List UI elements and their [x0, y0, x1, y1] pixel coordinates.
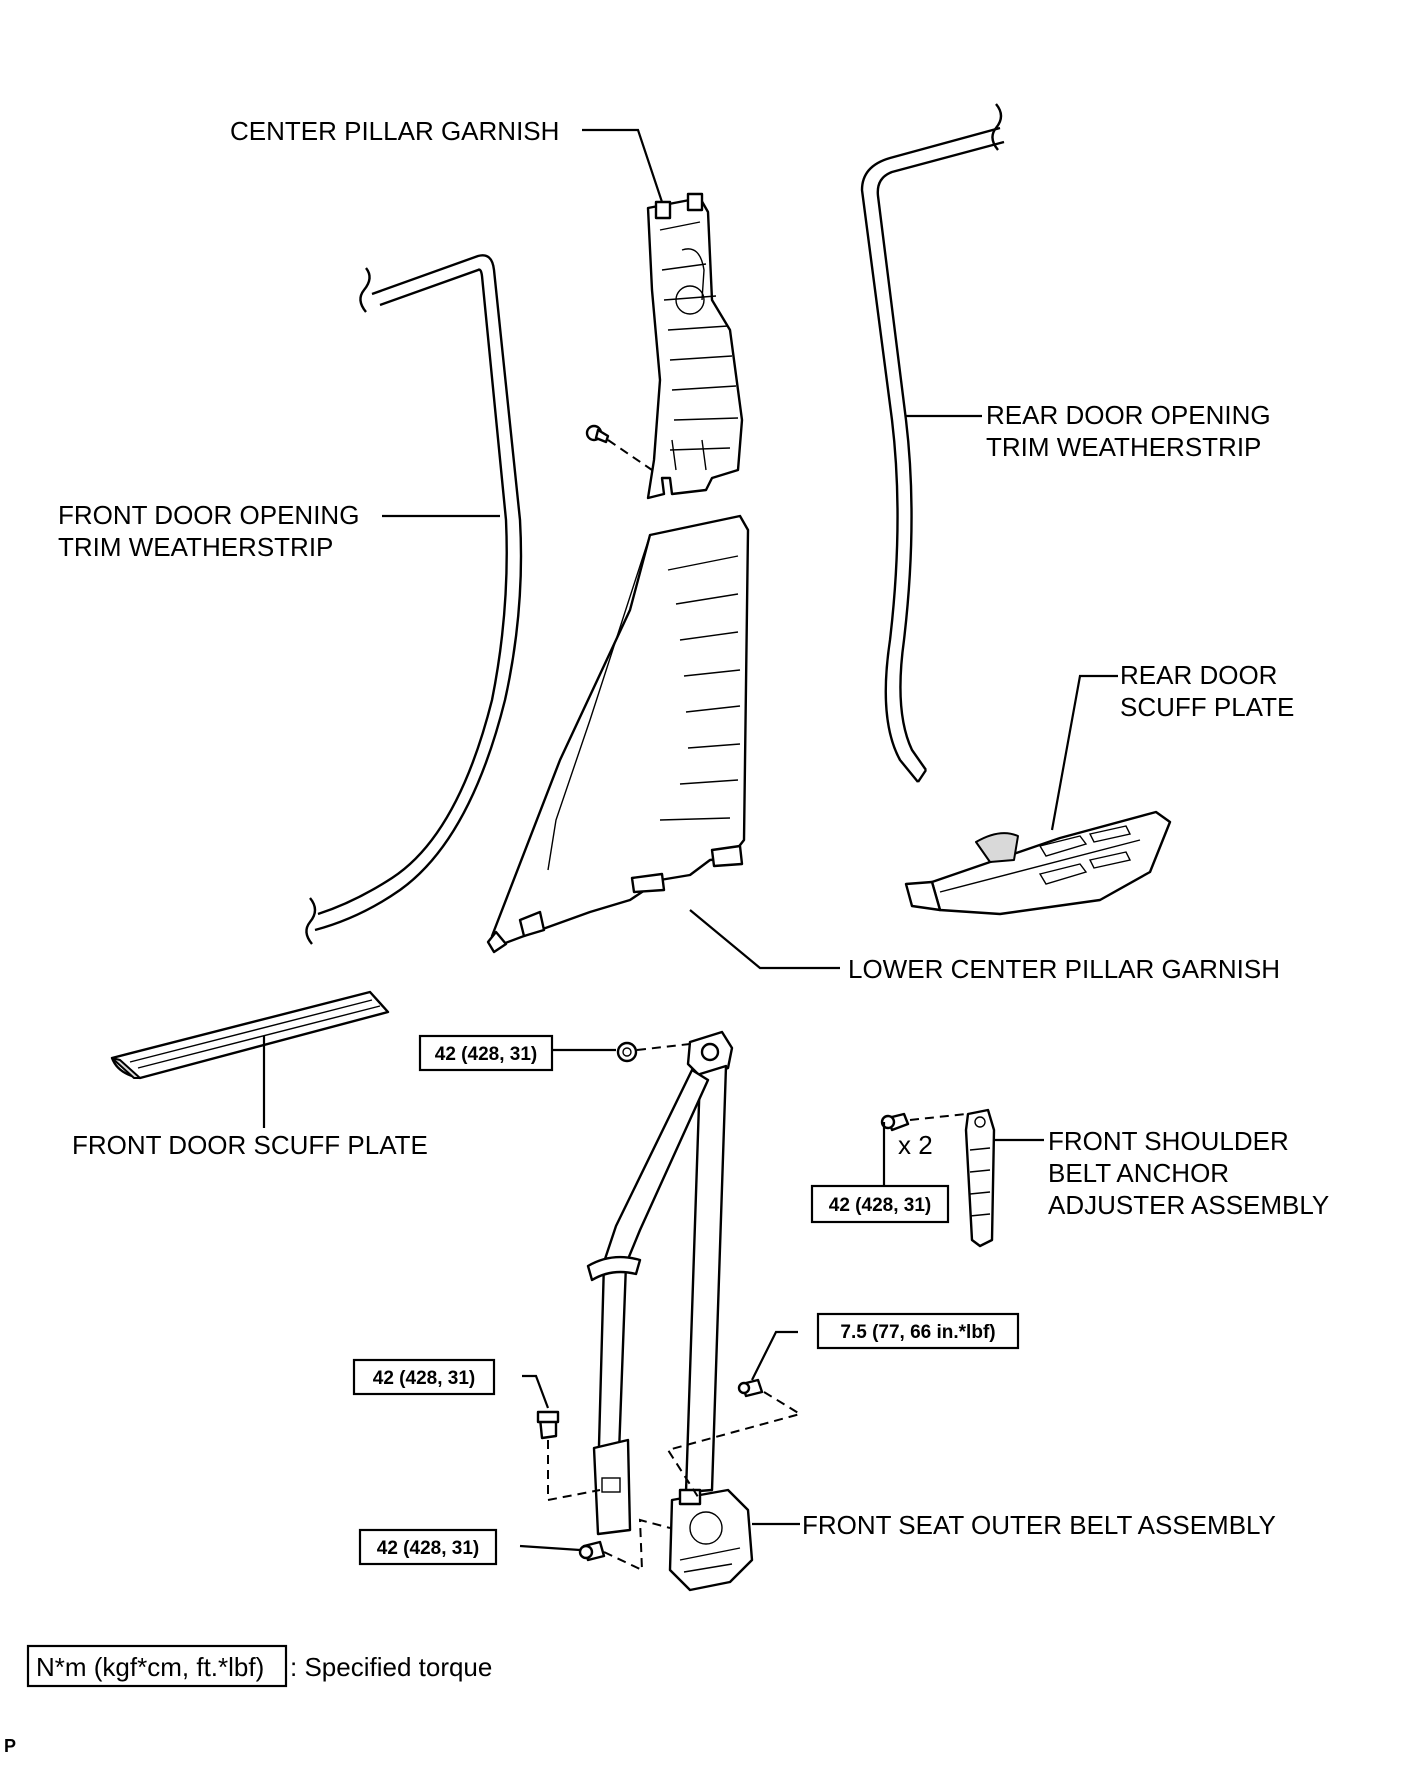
legend-box: [26, 1644, 288, 1688]
label-rear-door-weatherstrip-line1: REAR DOOR OPENING: [986, 400, 1271, 430]
torque-retractor-bolt: 42 (428, 31): [377, 1538, 479, 1559]
torque-adjuster-bolts: 42 (428, 31): [829, 1195, 931, 1216]
label-front-door-scuff-plate: FRONT DOOR SCUFF PLATE: [72, 1130, 428, 1160]
torque-top-anchor: 42 (428, 31): [435, 1044, 537, 1065]
leader-lines: [262, 128, 1118, 1552]
legend-box-text: N*m (kgf*cm, ft.*lbf): [36, 1652, 264, 1682]
label-front-shoulder-line1: FRONT SHOULDER: [1048, 1126, 1289, 1156]
label-front-shoulder-line2: BELT ANCHOR: [1048, 1158, 1229, 1188]
torque-box-retractor-screw: [816, 1312, 1020, 1350]
rear-door-opening-trim-weatherstrip: [860, 103, 1005, 783]
front-door-opening-trim-weatherstrip: [305, 254, 523, 945]
torque-retractor-screw: 7.5 (77, 66 in.*lbf): [840, 1322, 995, 1343]
label-quantity-x2: x 2: [898, 1130, 933, 1160]
label-lower-center-pillar-garnish: LOWER CENTER PILLAR GARNISH: [848, 954, 1280, 984]
label-front-door-weatherstrip-line2: TRIM WEATHERSTRIP: [58, 532, 333, 562]
torque-specs: 42 (428, 31) 42 (428, 31) 7.5 (77, 66 in…: [352, 1034, 1020, 1566]
torque-box-retractor-bolt: [358, 1528, 498, 1566]
label-front-shoulder-line3: ADJUSTER ASSEMBLY: [1048, 1190, 1329, 1220]
front-door-scuff-plate: [110, 990, 390, 1080]
torque-bolts: [536, 1041, 803, 1572]
label-rear-door-weatherstrip-line2: TRIM WEATHERSTRIP: [986, 432, 1261, 462]
torque-legend: N*m (kgf*cm, ft.*lbf) : Specified torque: [26, 1644, 492, 1688]
torque-box-lower-anchor: [352, 1358, 496, 1396]
rear-door-scuff-plate: [904, 810, 1172, 916]
torque-lower-anchor-bolt: 42 (428, 31): [373, 1368, 475, 1389]
front-shoulder-belt-anchor-adjuster: [880, 1108, 996, 1248]
part-labels: CENTER PILLAR GARNISH REAR DOOR OPENING …: [58, 116, 1329, 1540]
center-pillar-clip: [585, 424, 653, 471]
center-pillar-garnish: [646, 192, 744, 500]
label-front-seat-outer-belt: FRONT SEAT OUTER BELT ASSEMBLY: [802, 1510, 1276, 1540]
legend-description: : Specified torque: [290, 1652, 492, 1682]
torque-box-top-anchor: [418, 1034, 554, 1072]
label-rear-door-scuff-line2: SCUFF PLATE: [1120, 692, 1294, 722]
torque-box-adjuster: [810, 1184, 950, 1224]
label-center-pillar-garnish: CENTER PILLAR GARNISH: [230, 116, 559, 146]
label-rear-door-scuff-line1: REAR DOOR: [1120, 660, 1277, 690]
lower-center-pillar-garnish: [486, 514, 750, 954]
corner-mark: P: [4, 1736, 16, 1756]
front-seat-outer-belt-assembly: [586, 1030, 754, 1592]
label-front-door-weatherstrip-line1: FRONT DOOR OPENING: [58, 500, 359, 530]
top-anchor-nut: [616, 1041, 638, 1063]
